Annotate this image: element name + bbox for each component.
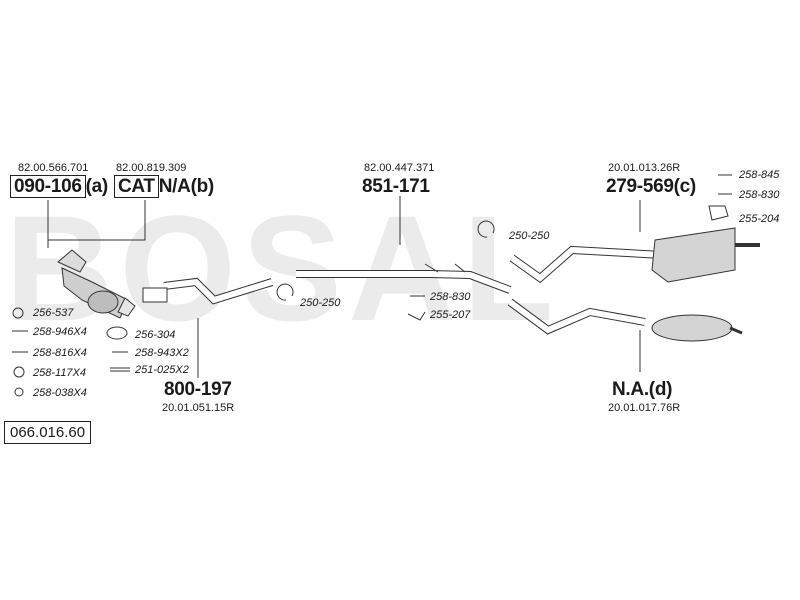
- middle-pipe-part-no: 851-171: [362, 176, 430, 197]
- catalyst-suffix: N/A(b): [158, 176, 214, 197]
- accessory-left-5: 258-038X4: [33, 387, 87, 399]
- alt-rear-silencer-part-no: N.A.(d): [612, 379, 673, 400]
- intermediate-pipe-part-no: 800-197: [164, 379, 232, 400]
- front-pipe-part-no: 090-106: [10, 175, 86, 198]
- accessory-left-1: 256-537: [33, 307, 74, 319]
- front-pipe-suffix: (a): [85, 176, 109, 197]
- accessory-left-2: 258-946X4: [33, 326, 87, 338]
- rear-silencer-oem: 20.01.013.26R: [608, 162, 681, 174]
- front-pipe-label: 090-106(a): [10, 175, 109, 198]
- accessory-left-3: 258-816X4: [33, 347, 87, 359]
- alt-rear-silencer-oem: 20.01.017.76R: [608, 402, 681, 414]
- accessory-center-1: 258-830: [430, 291, 471, 303]
- accessory-center-left-3: 251-025X2: [135, 364, 189, 376]
- gasket-icon: [12, 307, 24, 319]
- rear-silencer-part-no: 279-569: [606, 176, 674, 197]
- accessory-center-left-2: 258-943X2: [135, 347, 189, 359]
- brand-watermark: BOSAL: [5, 184, 560, 352]
- alt-rear-silencer-drawing: [507, 298, 743, 342]
- washer-icon: [14, 387, 24, 397]
- clamp-1-label: 250-250: [300, 297, 341, 309]
- bracket-icon: [407, 311, 426, 321]
- catalyst-part-no: CAT: [114, 175, 159, 198]
- catalyst-oem: 82.00.819.309: [116, 162, 187, 174]
- accessory-right-1: 258-845: [739, 169, 780, 181]
- gasket-icon: [106, 326, 128, 340]
- front-pipe-oem: 82.00.566.701: [18, 162, 89, 174]
- accessory-left-4: 258-117X4: [33, 367, 87, 379]
- accessory-center-2: 255-207: [430, 309, 471, 321]
- rear-silencer-suffix: (c): [673, 176, 697, 197]
- rear-silencer-drawing: [509, 227, 760, 284]
- nut-icon: [13, 366, 25, 378]
- leader-line: [48, 200, 146, 241]
- rear-silencer-label: 279-569(c): [606, 176, 696, 198]
- clamp-2-label: 250-250: [509, 230, 550, 242]
- intermediate-pipe-oem: 20.01.051.15R: [162, 402, 235, 414]
- accessory-right-2: 258-830: [739, 189, 780, 201]
- spring-icon: [110, 367, 130, 372]
- middle-pipe-oem: 82.00.447.371: [364, 162, 435, 174]
- catalyst-drawing: [57, 249, 136, 319]
- bracket-icon: [708, 205, 729, 221]
- clamp-icon: [276, 283, 294, 301]
- clamp-icon: [477, 220, 495, 238]
- accessory-center-left-1: 256-304: [135, 329, 176, 341]
- accessory-right-3: 255-204: [739, 213, 780, 225]
- catalog-number: 066.016.60: [4, 421, 92, 444]
- middle-pipe-drawing: [296, 263, 512, 294]
- intermediate-pipe-drawing: [142, 277, 274, 305]
